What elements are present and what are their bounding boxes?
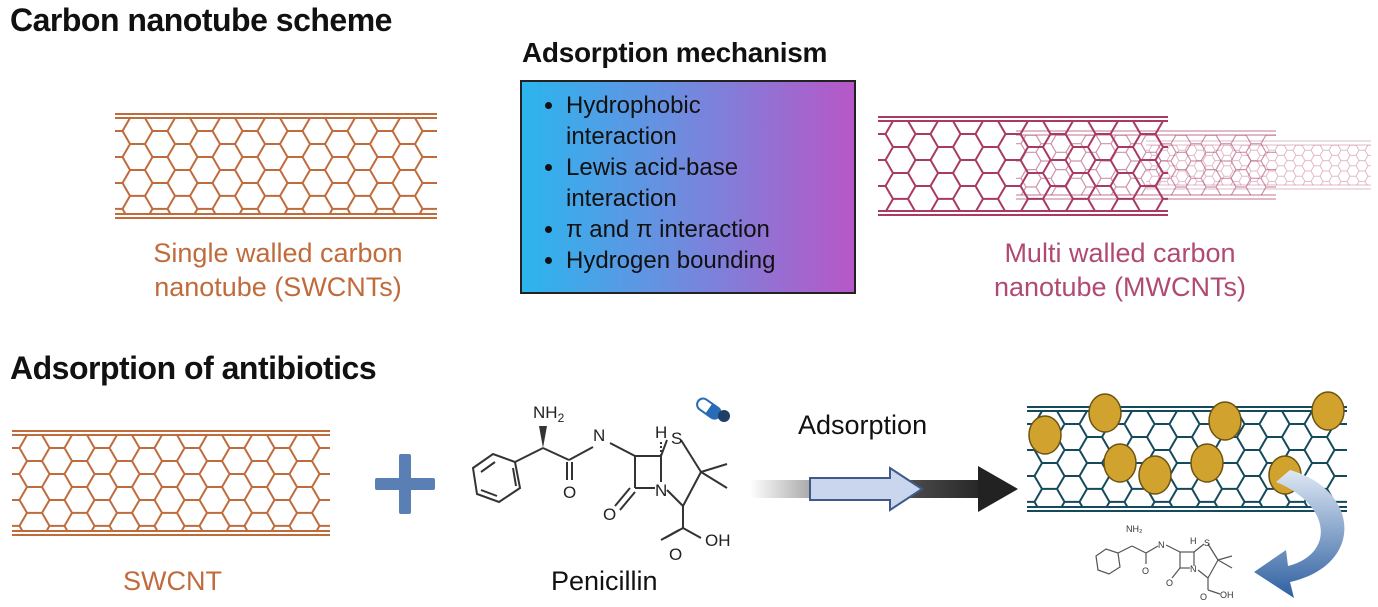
acid-o-label: O [669,545,682,564]
adsorbed-particle [1311,391,1345,431]
mechanism-item: Hydrogen bounding [566,245,854,276]
hydrogen-label: H [655,423,667,442]
sulfur-label: S [671,429,682,448]
penicillin-structure: NH2 N H S O N O O OH [471,403,731,564]
adsorbed-particle [1138,455,1172,495]
ring-n-label: N [655,481,667,500]
mechanism-item: π and π interaction [566,214,854,245]
small-o3-label: O [1200,592,1207,602]
section-title-adsorption: Adsorption of antibiotics [10,350,377,386]
adsorbed-particle [1208,401,1242,441]
pill-capsule-icon [696,397,730,422]
adsorbed-particle [1028,415,1062,455]
mwcnt-caption-line-2: nanotube (MWCNTs) [993,272,1247,302]
small-amine-label: NH₂ [1126,524,1143,534]
plus-icon [375,454,435,514]
mwcnt-caption: Multi walled carbon nanotube (MWCNTs) [930,236,1310,304]
mwcnt-tube-illustration [878,116,1371,216]
small-h-label: H [1190,536,1197,546]
swcnt-caption-line-2: nanotube (SWCNTs) [154,272,402,302]
small-s-label: S [1204,538,1210,548]
penicillin-structure-small: NH₂ N H S O N O O OH [1095,524,1234,602]
mechanism-title: Adsorption mechanism [522,37,828,68]
swcnt-caption: Single walled carbon nanotube (SWCNTs) [88,236,468,304]
adsorbed-particle [1103,443,1137,483]
swcnt-tube-illustration-bottom [12,430,330,536]
hydroxyl-label: OH [705,531,731,550]
amine-label: NH2 [533,403,565,425]
swcnt-caption-line-1: Single walled carbon [153,238,403,268]
adsorbed-particle [1190,443,1224,483]
adsorption-arrow-label: Adsorption [798,410,928,440]
adsorbed-particle [1088,393,1122,433]
lactam-o-label: O [603,505,616,524]
small-ring-n-label: N [1190,564,1197,574]
curved-arrow-icon [1254,470,1345,598]
small-o2-label: O [1166,578,1173,588]
swcnt-tube-illustration [115,113,437,219]
adsorption-arrow-icon [750,466,1018,512]
loaded-nanotube-illustration [1027,391,1347,512]
mwcnt-caption-line-1: Multi walled carbon [1004,238,1236,268]
small-oh-label: OH [1220,590,1234,600]
swcnt-label: SWCNT [123,566,222,596]
amide-n-label: N [593,426,605,445]
penicillin-label: Penicillin [551,566,658,596]
small-n-label: N [1158,540,1165,550]
small-o-label: O [1142,566,1149,576]
section-title-scheme: Carbon nanotube scheme [10,2,392,38]
carbonyl-o-label: O [563,483,576,502]
